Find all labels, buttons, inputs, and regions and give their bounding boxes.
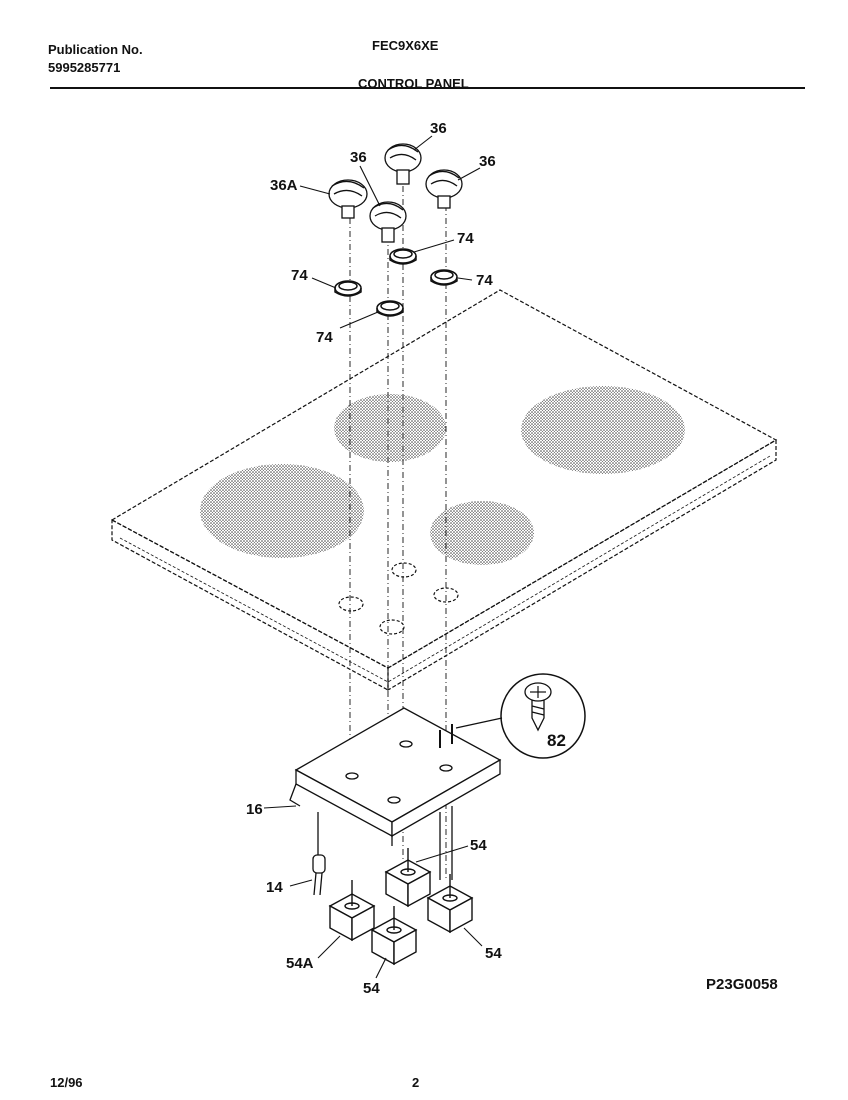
switch-54a bbox=[328, 880, 376, 942]
indicator-light-14 bbox=[312, 854, 326, 896]
footer-date: 12/96 bbox=[50, 1075, 83, 1090]
burner-left-front bbox=[200, 464, 364, 558]
callout-74-right: 74 bbox=[476, 272, 493, 289]
leader-lines bbox=[263, 135, 483, 979]
figure-id: P23G0058 bbox=[706, 976, 778, 993]
publication-label: Publication No. bbox=[48, 42, 143, 57]
cooktop-front-edge bbox=[111, 518, 389, 692]
switch-54-top bbox=[384, 848, 432, 908]
bezel-74-right bbox=[430, 269, 458, 286]
knob-36-top bbox=[384, 143, 422, 185]
header-rule bbox=[50, 87, 805, 89]
callout-14: 14 bbox=[266, 879, 283, 896]
bracket-16 bbox=[289, 707, 502, 880]
knob-hole-2 bbox=[379, 619, 405, 635]
page-number: 2 bbox=[412, 1075, 420, 1090]
knob-hole-3 bbox=[391, 562, 417, 578]
callout-54-right: 54 bbox=[485, 945, 502, 962]
callout-36a: 36A bbox=[270, 177, 298, 194]
callout-36-top: 36 bbox=[430, 120, 447, 137]
callout-54a: 54A bbox=[286, 955, 314, 972]
switch-54-right bbox=[426, 874, 474, 934]
callout-16: 16 bbox=[246, 801, 263, 818]
callout-74-lower: 74 bbox=[316, 329, 333, 346]
callout-82: 82 bbox=[547, 731, 566, 750]
callout-74-upper: 74 bbox=[457, 230, 474, 247]
callout-54-top: 54 bbox=[470, 837, 487, 854]
bezel-74-upper bbox=[389, 248, 417, 265]
knob-36-right bbox=[425, 169, 463, 209]
knob-36-mid bbox=[369, 201, 407, 243]
switch-54-bottom bbox=[370, 906, 418, 966]
bezel-74-lower bbox=[376, 300, 404, 317]
callout-36-mid: 36 bbox=[350, 149, 367, 166]
callout-36-right: 36 bbox=[479, 153, 496, 170]
model-number: FEC9X6XE bbox=[372, 38, 439, 53]
callout-54-bottom: 54 bbox=[363, 980, 380, 997]
publication-number: 5995285771 bbox=[48, 60, 121, 75]
screw-82-detail bbox=[455, 673, 586, 759]
callout-74-left: 74 bbox=[291, 267, 308, 284]
burner-left-rear bbox=[334, 394, 446, 462]
knob-hole-1 bbox=[338, 596, 364, 612]
cooktop-side-edge bbox=[387, 438, 777, 692]
knob-36a-left bbox=[328, 179, 368, 219]
bezel-74-left bbox=[334, 280, 362, 297]
burner-right-front bbox=[430, 501, 534, 565]
cooktop-top bbox=[110, 289, 778, 669]
burner-right-rear bbox=[521, 386, 685, 474]
